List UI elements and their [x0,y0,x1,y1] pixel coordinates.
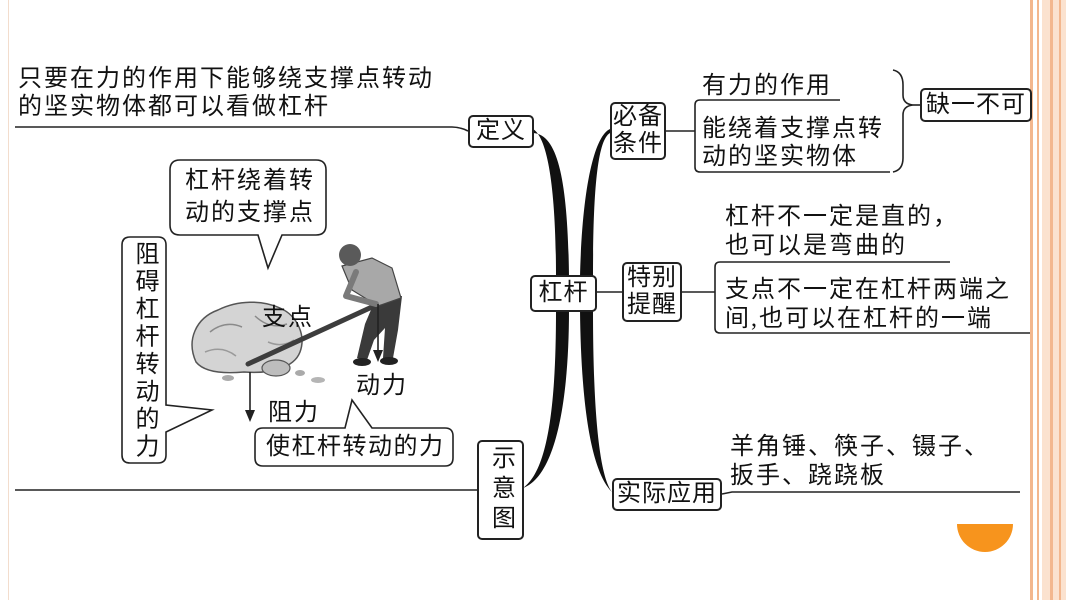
fulcrum-callout-bubble [169,159,327,271]
large-rock [191,301,303,374]
diagram-node-label: 示意图 [487,445,514,535]
definition-node: 定义 [468,115,534,148]
fulcrum-stone [261,359,291,377]
man-head [339,244,361,266]
connector-lines [15,69,1030,495]
conditions-summary-node: 缺一不可 [920,88,1032,122]
condition-item-line: 能绕着支撑点转 [702,116,884,142]
callout-bubbles [121,159,454,467]
reminder-item-line: 杠杆不一定是直的， [725,204,959,230]
man-pants [357,296,402,360]
center-node-label: 杠杆 [538,280,589,306]
right-border-stripes [1030,0,1066,600]
conditions-node-label-line: 条件 [613,131,663,157]
effort-label: 动力 [356,373,408,399]
reminder-item-line: 间,也可以在杠杆的一端 [725,306,993,332]
definition-node-label: 定义 [476,118,526,144]
conditions-curly-brace [892,69,914,173]
reminders-node-label-line: 提醒 [627,292,677,318]
fulcrum-callout-line: 杠杆绕着转 [185,168,315,194]
effort-callout-text: 使杠杆转动的力 [266,434,445,460]
accent-circle [957,524,1013,552]
branch-stroke-conditions [580,129,610,277]
branch-stroke-applications [580,310,612,492]
reminders-node: 特别 提醒 [622,262,682,322]
condition-item-line: 动的坚实物体 [702,144,858,170]
center-node: 杠杆 [530,275,597,312]
branch-stroke-definition [533,129,569,277]
condition-item-line: 有力的作用 [702,73,832,99]
resistance-label: 阻力 [268,400,320,426]
center-branch-strokes [523,129,612,492]
fulcrum-callout-line: 动的支撑点 [185,200,315,226]
conditions-bracket [694,99,890,173]
applications-node: 实际应用 [612,478,722,511]
reminders-node-label-line: 特别 [627,265,677,291]
resistance-callout-text: 阻碍杠杆转动的力 [131,241,157,461]
effort-callout-bubble [254,398,454,467]
conditions-summary-label: 缺一不可 [926,91,1026,118]
conditions-node: 必备 条件 [610,102,666,160]
applications-node-label: 实际应用 [617,481,717,507]
applications-underline [721,491,1020,495]
reminders-bracket [714,261,1030,334]
definition-text-line: 的坚实物体都可以看做杠杆 [18,94,330,120]
definition-underline [15,126,469,132]
reminder-item-line: 支点不一定在杠杆两端之 [725,277,1011,303]
definition-text-line: 只要在力的作用下能够绕支撑点转动 [18,66,434,92]
resistance-callout-bubble [121,236,215,464]
applications-text-line: 扳手、跷跷板 [730,463,886,489]
conditions-node-label-line: 必备 [613,104,663,130]
applications-text-line: 羊角锤、筷子、镊子、 [730,434,990,460]
lever-rod [245,293,399,367]
reminder-item-line: 也可以是弯曲的 [725,233,907,259]
lever-illustration [191,244,402,422]
fulcrum-label: 支点 [262,305,314,331]
left-border-line [8,0,9,600]
diagram-node: 示意图 [477,440,524,540]
man-arm [343,269,379,307]
branch-stroke-diagram [523,310,569,488]
